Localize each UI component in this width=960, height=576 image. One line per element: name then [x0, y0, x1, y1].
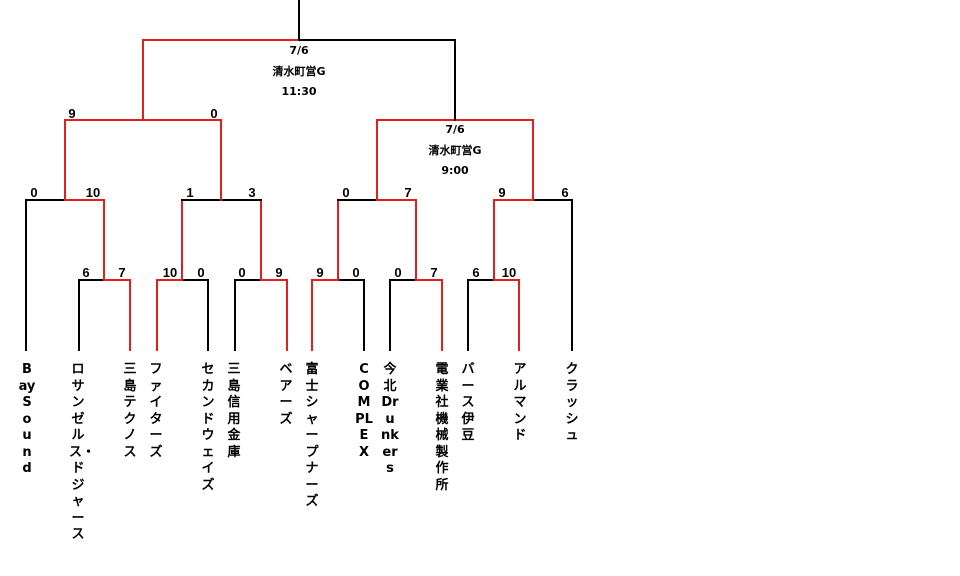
team-name: ロサンゼルス・ドジャース: [69, 362, 96, 542]
score: 7: [430, 265, 437, 280]
final-date: 7/6: [289, 44, 309, 57]
score: 3: [248, 185, 255, 200]
score: 0: [197, 265, 204, 280]
team-name: 富士シャープナーズ: [305, 362, 319, 509]
score: 0: [210, 106, 217, 121]
score: 6: [472, 265, 479, 280]
final-time: 11:30: [281, 85, 316, 98]
score: 7: [404, 185, 411, 200]
team-name: ベアーズ: [279, 362, 293, 427]
team-name: ファイターズ: [149, 362, 163, 460]
score: 0: [30, 185, 37, 200]
team-name: 三島テクノス: [123, 362, 137, 460]
team-name: COMPLEX: [355, 362, 373, 460]
score: 10: [502, 265, 516, 280]
score: 6: [82, 265, 89, 280]
team-name: 電業社機械製作所: [435, 362, 449, 493]
final-venue: 清水町営G: [272, 64, 325, 78]
team-name: セカンドウェイズ: [201, 362, 215, 493]
team-name: アルマンド: [513, 362, 527, 443]
score: 7: [118, 265, 125, 280]
score: 6: [561, 185, 568, 200]
semifinal-date: 7/6: [445, 123, 465, 136]
score: 9: [275, 265, 282, 280]
score: 9: [316, 265, 323, 280]
semifinal-time: 9:00: [441, 164, 469, 177]
team-name: クラッシュ: [565, 362, 579, 443]
semifinal-venue: 清水町営G: [428, 143, 481, 157]
score: 0: [342, 185, 349, 200]
score: 9: [68, 106, 75, 121]
team-name: Bay Sound: [18, 362, 36, 476]
score: 0: [238, 265, 245, 280]
score: 10: [86, 185, 100, 200]
team-name: 三島信用金庫: [227, 362, 241, 460]
score: 0: [394, 265, 401, 280]
team-name: バース伊豆: [461, 362, 475, 443]
score: 0: [352, 265, 359, 280]
score: 10: [163, 265, 177, 280]
score: 9: [498, 185, 505, 200]
team-name: 今北Drunkers: [381, 362, 399, 476]
score: 1: [186, 185, 193, 200]
